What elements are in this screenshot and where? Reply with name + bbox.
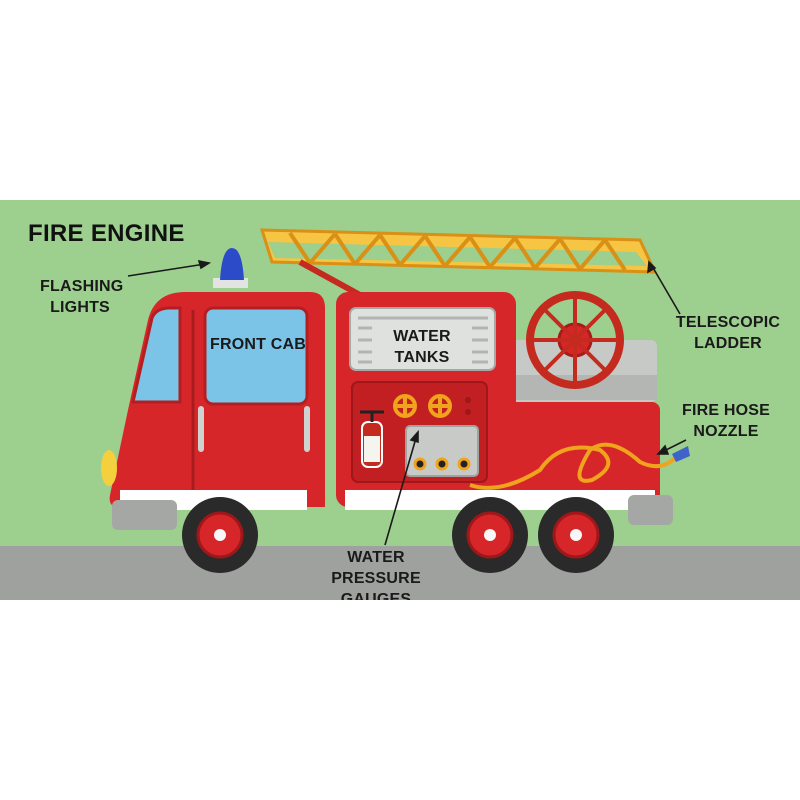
label-fire-hose-nozzle: FIRE HOSE NOZZLE <box>681 402 771 440</box>
headlight <box>101 450 117 486</box>
rear-body <box>485 402 660 507</box>
hose-reel <box>526 291 624 389</box>
flashing-light <box>220 248 244 280</box>
label-water-tanks: WATER TANKS <box>393 328 451 366</box>
front-bumper <box>112 500 177 530</box>
illustration-scene: FIRE ENGINE FLASHING LIGHTS FRONT CAB WA… <box>0 200 800 600</box>
page-title: FIRE ENGINE <box>28 220 185 247</box>
side-window <box>203 306 309 406</box>
label-telescopic-ladder: TELESCOPIC LADDER <box>675 314 781 352</box>
road <box>0 546 800 600</box>
fire-hose <box>469 442 677 490</box>
label-flashing-lights: FLASHING LIGHTS <box>40 278 124 316</box>
telescopic-ladder <box>259 228 658 298</box>
annotation-arrows <box>127 259 687 546</box>
rear-bumper <box>628 495 673 525</box>
fire-engine-illustration <box>101 228 690 573</box>
front-window <box>131 306 182 404</box>
valve-wheels <box>393 394 452 418</box>
label-front-cab: FRONT CAB <box>209 336 306 353</box>
pressure-gauges <box>413 457 471 471</box>
label-water-pressure-gauges: WATER PRESSURE GAUGES <box>331 549 421 600</box>
hose-nozzle <box>672 446 690 462</box>
